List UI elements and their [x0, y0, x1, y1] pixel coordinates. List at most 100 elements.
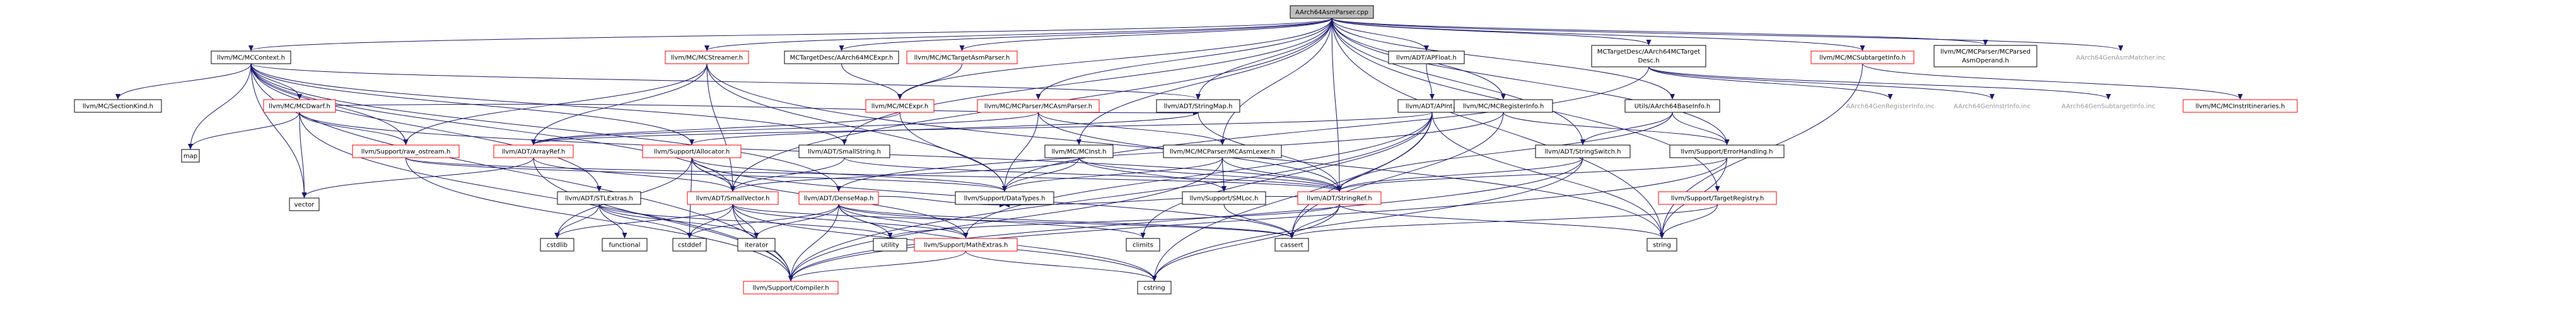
- node-llvm-mc-mctargetasmparser-h[interactable]: llvm/MC/MCTargetAsmParser.h: [906, 50, 1018, 64]
- node-llvm-mc-mcsubtargetinfo-h[interactable]: llvm/MC/MCSubtargetInfo.h: [1810, 50, 1915, 64]
- node-box: [1290, 5, 1374, 19]
- node-box: [289, 197, 320, 211]
- node-llvm-support-compiler-h[interactable]: llvm/Support/Compiler.h: [743, 281, 839, 295]
- node-aarch64genregisterinfo-inc: AArch64GenRegisterInfo.inc: [1846, 103, 1934, 110]
- node-functional[interactable]: functional: [602, 238, 648, 252]
- edge-densemap-to-compiler: [788, 204, 839, 281]
- node-box: [914, 238, 1018, 252]
- edge-mccontext-to-stlextras: [250, 63, 602, 192]
- edge-raw-ostream-to-datatypes: [405, 157, 1007, 192]
- node-llvm-mc-mcinstritineraries-h[interactable]: llvm/MC/MCInstrItineraries.h: [2183, 99, 2298, 113]
- edge-allocator-to-datatypes: [691, 157, 1007, 192]
- node-box: [211, 50, 291, 64]
- node-llvm-support-raw-ostream-h[interactable]: llvm/Support/raw_ostream.h: [352, 144, 460, 158]
- node-climits[interactable]: climits: [1126, 238, 1160, 252]
- node-llvm-mc-mcregisterinfo-h[interactable]: llvm/MC/MCRegisterInfo.h: [1454, 99, 1553, 113]
- edge-root-to-genasmmatcher: [1331, 18, 2123, 51]
- node-llvm-adt-apfloat-h[interactable]: llvm/ADT/APFloat.h: [1388, 50, 1465, 64]
- node-llvm-support-errorhandling-h[interactable]: llvm/Support/ErrorHandling.h: [1669, 144, 1785, 158]
- edge-mcregisterinfo-to-errorhandling: [1503, 112, 1730, 145]
- node-label: llvm/ADT/STLExtras.h: [565, 196, 633, 202]
- node-llvm-mc-mcparser-mcasmlexer-h[interactable]: llvm/MC/MCParser/MCAsmLexer.h: [1163, 144, 1282, 158]
- node-llvm-adt-densemap-h[interactable]: llvm/ADT/DenseMap.h: [798, 191, 879, 205]
- edge-baseinfo-to-errorhandling: [1672, 112, 1730, 145]
- edge-root-to-mcasmlexer: [1220, 18, 1332, 145]
- node-layer: AArch64AsmParser.cpp llvm/MC/MCContext.h l…: [74, 5, 2298, 295]
- node-vector[interactable]: vector: [289, 197, 320, 211]
- node-aarch64asmparser-cpp: AArch64AsmParser.cpp: [1290, 5, 1374, 19]
- edge-mccontext-to-map: [188, 63, 252, 149]
- node-box: [865, 99, 935, 113]
- node-llvm-support-mathextras-h[interactable]: llvm/Support/MathExtras.h: [914, 238, 1018, 252]
- node-llvm-mc-sectionkind-h[interactable]: llvm/MC/SectionKind.h: [74, 99, 162, 113]
- node-llvm-adt-stringmap-h[interactable]: llvm/ADT/StringMap.h: [1156, 99, 1240, 113]
- node-label: vector: [294, 202, 315, 209]
- node-llvm-support-smloc-h[interactable]: llvm/Support/SMLoc.h: [1182, 191, 1266, 205]
- node-string[interactable]: string: [1646, 238, 1677, 252]
- node-utils-aarch64baseinfo-h[interactable]: Utils/AArch64BaseInfo.h: [1624, 99, 1720, 113]
- node-llvm-mc-mcdwarf-h[interactable]: llvm/MC/MCDwarf.h: [263, 99, 336, 113]
- node-label: llvm/MC/MCExpr.h: [871, 103, 928, 110]
- node-llvm-adt-stlextras-h[interactable]: llvm/ADT/STLExtras.h: [557, 191, 641, 205]
- node-llvm-adt-stringref-h[interactable]: llvm/ADT/StringRef.h: [1297, 191, 1382, 205]
- node-llvm-adt-arrayref-h[interactable]: llvm/ADT/ArrayRef.h: [493, 144, 574, 158]
- edge-targetregistry-to-cassert: [1289, 204, 1718, 238]
- node-aarch64gensubtargetinfo-inc: AArch64GenSubtargetInfo.inc: [2061, 103, 2155, 110]
- node-label: llvm/ADT/SmallString.h: [808, 149, 881, 156]
- node-llvm-mc-mcstreamer-h[interactable]: llvm/MC/MCStreamer.h: [665, 50, 749, 64]
- edge-root-to-stringref: [1331, 18, 1342, 192]
- node-iterator[interactable]: iterator: [737, 238, 776, 252]
- node-llvm-mc-mcparser-mcasmparser-h[interactable]: llvm/MC/MCParser/MCAsmParser.h: [977, 99, 1100, 113]
- node-cstddef[interactable]: cstddef: [672, 238, 707, 252]
- node-llvm-support-targetregistry-h[interactable]: llvm/Support/TargetRegistry.h: [1658, 191, 1777, 205]
- node-llvm-mc-mcinst-h[interactable]: llvm/MC/MCInst.h: [1044, 144, 1114, 158]
- node-label: map: [184, 153, 197, 160]
- edge-mcasmlexer-to-compiler: [788, 157, 1223, 281]
- node-cstdlib[interactable]: cstdlib: [540, 238, 574, 252]
- node-llvm-support-allocator-h[interactable]: llvm/Support/Allocator.h: [642, 144, 742, 158]
- node-box: [1669, 144, 1785, 158]
- edge-mathextras-to-compiler: [788, 250, 966, 281]
- node-utility[interactable]: utility: [873, 238, 907, 252]
- node-label: functional: [609, 242, 641, 249]
- edge-mctargetasmparser-to-mcexpr: [897, 63, 962, 100]
- edge-mccontext-to-mcdwarf: [250, 63, 302, 100]
- edge-smallstring-to-smallvector: [730, 157, 845, 192]
- node-llvm-adt-smallstring-h[interactable]: llvm/ADT/SmallString.h: [798, 144, 890, 158]
- node-cstring[interactable]: cstring: [1137, 281, 1172, 295]
- edge-mctargetdesc-to-genregisterinfo: [1648, 66, 1893, 100]
- node-label: llvm/Support/Compiler.h: [752, 285, 829, 292]
- node-box: [1454, 99, 1553, 113]
- node-label: llvm/MC/MCTargetAsmParser.h: [914, 55, 1010, 62]
- edge-mcinst-to-smloc: [1078, 157, 1227, 192]
- node-llvm-mc-mcexpr-h[interactable]: llvm/MC/MCExpr.h: [865, 99, 935, 113]
- node-llvm-support-datatypes-h[interactable]: llvm/Support/DataTypes.h: [955, 191, 1054, 205]
- node-map[interactable]: map: [181, 149, 200, 163]
- node-llvm-mc-mccontext-h[interactable]: llvm/MC/MCContext.h: [211, 50, 291, 64]
- edge-mctargetdesc-to-geninstrinfo: [1648, 66, 1995, 100]
- node-llvm-adt-smallvector-h[interactable]: llvm/ADT/SmallVector.h: [687, 191, 779, 205]
- edge-errorhandling-to-compiler: [788, 157, 1727, 281]
- node-label: llvm/ADT/StringSwitch.h: [1544, 149, 1621, 156]
- edge-densemap-to-mathextras: [838, 204, 969, 238]
- node-label: llvm/MC/MCInst.h: [1051, 149, 1106, 156]
- node-label: llvm/MC/MCParser/MCAsmParser.h: [984, 103, 1092, 110]
- edge-stringref-to-datatypes: [1004, 196, 1340, 208]
- edge-mccontext-to-smallvector: [250, 63, 735, 192]
- node-box: [1297, 191, 1382, 205]
- edge-baseinfo-to-stringswitch: [1580, 112, 1673, 145]
- edge-root-to-mcstreamer: [704, 18, 1332, 51]
- node-label: AArch64AsmParser.cpp: [1295, 9, 1368, 16]
- node-mctargetdesc-aarch64mcexpr-h[interactable]: MCTargetDesc/AArch64MCExpr.h: [784, 50, 899, 64]
- node-box: [1591, 45, 1706, 67]
- edge-mcinst-to-smallvector: [730, 157, 1080, 192]
- node-cassert[interactable]: cassert: [1274, 238, 1309, 252]
- edge-stringswitch-to-stringref: [1337, 157, 1583, 192]
- edge-apint-to-string: [1431, 112, 1665, 238]
- edge-smallvector-to-cstdlib: [554, 204, 733, 238]
- node-llvm-adt-stringswitch-h[interactable]: llvm/ADT/StringSwitch.h: [1535, 144, 1631, 158]
- node-box: [1388, 50, 1465, 64]
